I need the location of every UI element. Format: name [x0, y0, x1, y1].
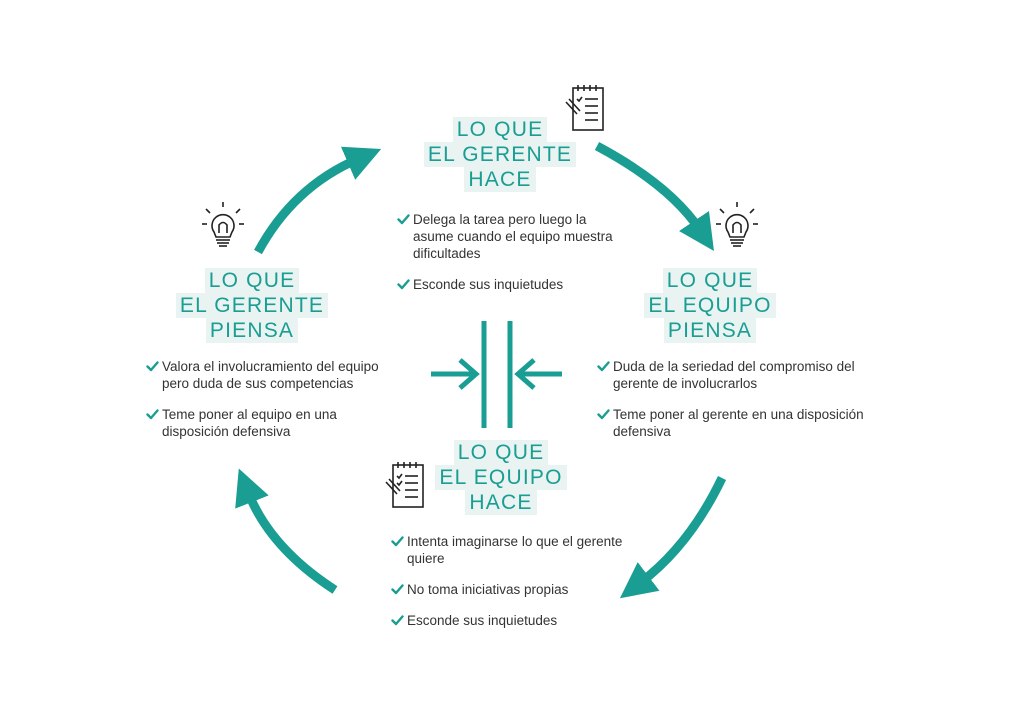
check-icon	[597, 360, 610, 373]
check-icon	[391, 535, 404, 548]
checklist-clipboard-icon	[565, 85, 604, 131]
title-line: EL EQUIPO	[644, 293, 776, 318]
center-pressure-icon	[431, 321, 562, 428]
title-line: LO QUE	[452, 117, 548, 142]
title-line: HACE	[465, 490, 537, 515]
cycle-arrow-top-right	[594, 142, 714, 251]
title-line: EL GERENTE	[423, 142, 577, 167]
lightbulb-icon	[202, 202, 244, 247]
list-gerente-piensa: Valora el involucramiento del equipo per…	[146, 358, 386, 454]
check-icon	[397, 278, 410, 291]
title-equipo-piensa: LO QUE EL EQUIPO PIENSA	[610, 268, 810, 343]
title-line: EL EQUIPO	[435, 465, 567, 490]
title-line: PIENSA	[663, 318, 757, 343]
list-equipo-hace: Intenta imaginarse lo que el gerente qui…	[391, 533, 631, 643]
list-item: Intenta imaginarse lo que el gerente qui…	[391, 533, 631, 567]
list-item: No toma iniciativas propias	[391, 581, 631, 598]
check-icon	[391, 583, 404, 596]
title-line: LO QUE	[662, 268, 758, 293]
title-gerente-hace: LO QUE EL GERENTE HACE	[400, 117, 600, 192]
list-item: Esconde sus inquietudes	[391, 612, 631, 629]
cycle-arrow-top-left	[254, 146, 382, 255]
list-item: Teme poner al equipo en una disposición …	[146, 406, 386, 440]
lightbulb-icon	[716, 202, 758, 247]
check-icon	[146, 360, 159, 373]
check-icon	[146, 408, 159, 421]
title-line: HACE	[464, 167, 536, 192]
title-line: PIENSA	[205, 318, 299, 343]
title-gerente-piensa: LO QUE EL GERENTE PIENSA	[152, 268, 352, 343]
cycle-arrow-bottom-left	[235, 468, 338, 594]
list-item: Esconde sus inquietudes	[397, 276, 627, 293]
check-icon	[397, 213, 410, 226]
title-line: LO QUE	[204, 268, 300, 293]
list-item: Delega la tarea pero luego la asume cuan…	[397, 211, 627, 262]
list-item: Duda de la seriedad del compromiso del g…	[597, 358, 887, 392]
list-gerente-hace: Delega la tarea pero luego la asume cuan…	[397, 211, 627, 307]
title-line: EL GERENTE	[175, 293, 329, 318]
checklist-clipboard-icon	[385, 462, 424, 508]
cycle-arrow-bottom-right	[619, 476, 727, 599]
title-equipo-hace: LO QUE EL EQUIPO HACE	[401, 440, 601, 515]
check-icon	[391, 614, 404, 627]
list-item: Valora el involucramiento del equipo per…	[146, 358, 386, 392]
check-icon	[597, 408, 610, 421]
list-item: Teme poner al gerente en una disposición…	[597, 406, 887, 440]
title-line: LO QUE	[453, 440, 549, 465]
list-equipo-piensa: Duda de la seriedad del compromiso del g…	[597, 358, 887, 454]
